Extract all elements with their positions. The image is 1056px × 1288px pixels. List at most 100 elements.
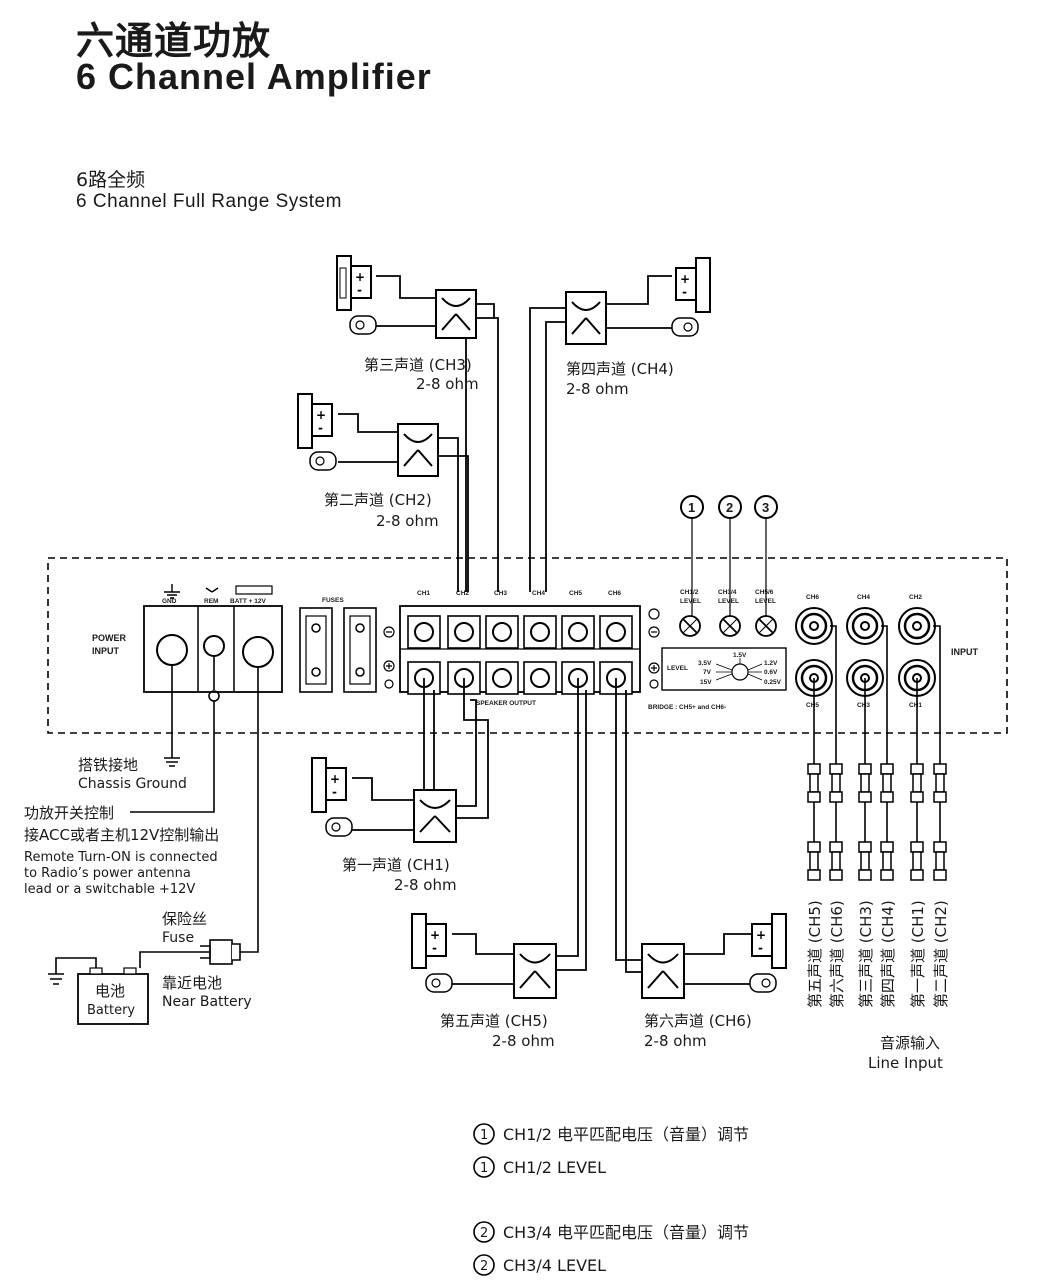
speaker-ch1: + -: [311, 757, 457, 843]
ch3-name: 第三声道 (CH3): [364, 356, 472, 374]
amplifier-outline: [47, 557, 1008, 734]
out-ch1-label: CH1: [417, 590, 430, 597]
legend-text-3: CH3/4 电平匹配电压（音量）调节: [503, 1223, 749, 1242]
fuse-cn: 保险丝: [162, 910, 207, 928]
speaker-output-block: [383, 605, 660, 695]
subtitle-english: 6 Channel Full Range System: [76, 191, 342, 212]
rca-top-label-1: CH6: [806, 594, 819, 601]
speaker-ch4: + -: [565, 257, 711, 345]
rca-cables: [813, 625, 941, 842]
remote-en-1: Remote Turn-ON is connected: [24, 850, 218, 865]
fuse-en: Fuse: [162, 930, 194, 946]
ch6-ohm: 2-8 ohm: [644, 1032, 707, 1050]
marker-2-label: 2: [726, 500, 733, 515]
legend-text-4: CH3/4 LEVEL: [503, 1256, 606, 1275]
svg-text:+: +: [756, 928, 766, 942]
level-ch34-label-1: CH3/4: [718, 589, 737, 596]
ch5-ohm: 2-8 ohm: [492, 1032, 555, 1050]
level-value-right-3: 0.25V: [764, 679, 782, 686]
chassis-ground-cn: 搭铁接地: [78, 756, 138, 774]
fuses: [299, 607, 377, 693]
level-knob-ch56: [755, 615, 777, 637]
speaker-wires-top: [338, 275, 672, 592]
power-input-label-1: POWER: [92, 633, 127, 643]
level-value-top: 1.5V: [733, 652, 747, 659]
legend: [473, 1123, 495, 1276]
legend-num-1: 1: [480, 1128, 488, 1143]
svg-text:+: +: [316, 408, 326, 422]
speaker-wires-bottom: [352, 678, 752, 985]
legend-num-3: 2: [480, 1226, 488, 1241]
chassis-ground-en: Chassis Ground: [78, 776, 187, 792]
input-label: INPUT: [951, 647, 979, 657]
batt-label: BATT + 12V: [230, 598, 266, 605]
level-value-right-2: 0.6V: [764, 669, 778, 676]
ch2-name: 第二声道 (CH2): [324, 491, 432, 509]
level-ch12-label-1: CH1/2: [680, 589, 699, 596]
remote-cn-1: 功放开关控制: [24, 804, 114, 822]
level-knob-ch12: [679, 615, 701, 637]
line-input-ch3: 第三声道 (CH3): [857, 900, 875, 1008]
near-battery-en: Near Battery: [162, 994, 252, 1010]
level-value-left-3: 15V: [700, 679, 712, 686]
speaker-ch5: + -: [411, 913, 557, 999]
rca-top-label-2: CH4: [857, 594, 870, 601]
out-ch3-label: CH3: [494, 590, 507, 597]
marker-1: [680, 495, 704, 616]
near-battery-cn: 靠近电池: [162, 974, 222, 992]
ch5-name: 第五声道 (CH5): [440, 1012, 548, 1030]
svg-text:-: -: [758, 941, 763, 955]
level-ch34-label-2: LEVEL: [718, 598, 739, 605]
remote-en-2: to Radio’s power antenna: [24, 866, 191, 881]
marker-1-label: 1: [688, 500, 695, 515]
ch4-name: 第四声道 (CH4): [566, 360, 674, 378]
svg-text:+: +: [430, 928, 440, 942]
svg-text:+: +: [330, 772, 340, 786]
line-input-ch6: 第六声道 (CH6): [828, 900, 846, 1008]
line-input-ch5: 第五声道 (CH5): [806, 900, 824, 1008]
rca-ch4: [845, 606, 885, 646]
ch1-ohm: 2-8 ohm: [394, 876, 457, 894]
legend-text-1: CH1/2 电平匹配电压（音量）调节: [503, 1125, 749, 1144]
svg-text:+: +: [355, 270, 365, 284]
svg-text:-: -: [682, 285, 687, 299]
power-wiring: [48, 656, 259, 985]
battery: [77, 967, 149, 1025]
speaker-ch6: + -: [641, 913, 787, 999]
speaker-output-label: SPEAKER OUTPUT: [476, 700, 536, 707]
marker-2: [718, 495, 742, 616]
svg-text:-: -: [357, 283, 362, 297]
rca-ch2: [897, 606, 937, 646]
power-input-label-2: INPUT: [92, 646, 120, 656]
power-terminal-block: [143, 584, 283, 693]
title-english: 6 Channel Amplifier: [76, 56, 432, 97]
marker-3: [754, 495, 778, 616]
rca-ch6: [794, 606, 834, 646]
rca-bottom-label-1: CH5: [806, 702, 819, 709]
fuses-label: FUSES: [322, 597, 344, 604]
rca-top-label-3: CH2: [909, 594, 922, 601]
remote-cn-2: 接ACC或者主机12V控制输出: [24, 826, 219, 844]
legend-text-2: CH1/2 LEVEL: [503, 1158, 606, 1177]
ch3-ohm: 2-8 ohm: [416, 375, 479, 393]
line-input-label-cn: 音源输入: [880, 1034, 940, 1052]
battery-en: Battery: [87, 1003, 135, 1018]
ch2-ohm: 2-8 ohm: [376, 512, 439, 530]
svg-text:-: -: [318, 421, 323, 435]
speaker-ch3: + -: [336, 255, 477, 339]
svg-text:-: -: [432, 941, 437, 955]
out-ch4-label: CH4: [532, 590, 545, 597]
out-ch5-label: CH5: [569, 590, 582, 597]
level-scale-box: [661, 647, 787, 691]
gnd-label: GND: [162, 598, 177, 605]
rca-bottom-label-3: CH1: [909, 702, 922, 709]
level-ch56-label-1: CH5/6: [755, 589, 774, 596]
line-input-ch1: 第一声道 (CH1): [909, 900, 927, 1008]
rem-label: REM: [204, 598, 218, 605]
level-scale-label: LEVEL: [667, 665, 688, 672]
subtitle-chinese: 6路全频: [76, 169, 146, 191]
svg-text:-: -: [332, 785, 337, 799]
level-value-right-1: 1.2V: [764, 660, 778, 667]
marker-3-label: 3: [762, 500, 769, 515]
